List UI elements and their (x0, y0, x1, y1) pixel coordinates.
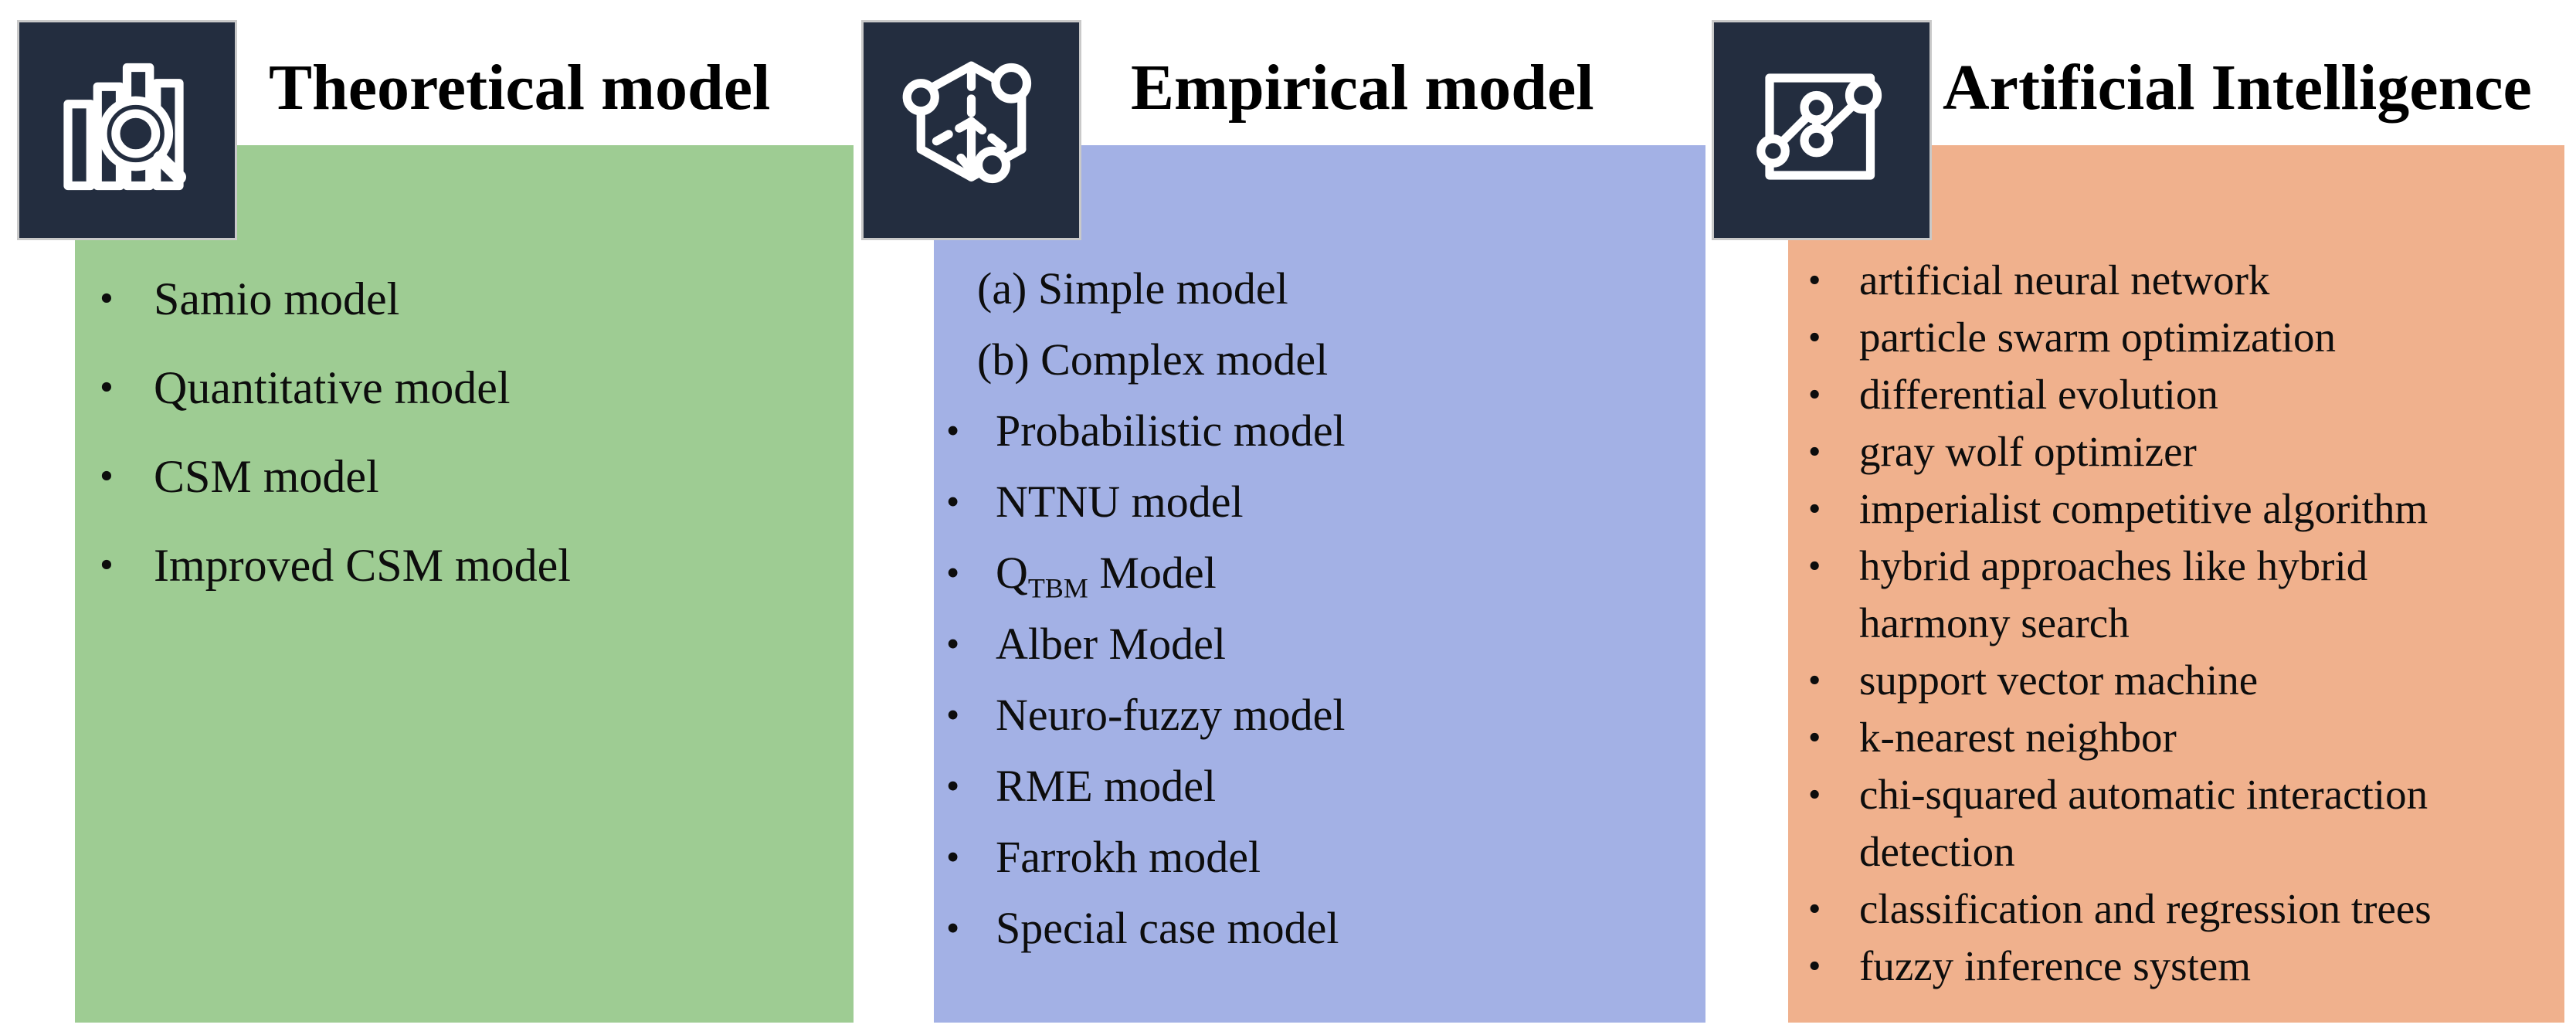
list-item-label: Samio model (154, 273, 400, 324)
list-item-label: fuzzy inference system (1859, 942, 2251, 989)
bullet-glyph: • (946, 551, 960, 594)
bullet-glyph: • (946, 480, 960, 523)
bullet-glyph: • (1808, 260, 1821, 300)
empirical-panel-background: (a) Simple model (b) Complex model • Prob… (934, 145, 1705, 1023)
list-item-label: Model (1088, 548, 1217, 598)
bullet-glyph: • (1808, 718, 1821, 758)
list-item-label: Special case model (996, 903, 1339, 953)
list-item: • Neuro-fuzzy model (934, 680, 1705, 751)
list-item-label-line2: harmony search (1859, 599, 2130, 646)
list-item-label: (a) Simple model (977, 263, 1288, 314)
panel-title: Artificial Intelligence (1943, 52, 2532, 124)
theoretical-panel-background: • Samio model • Quantitative model • CSM mo… (75, 145, 854, 1023)
list-item: • gray wolf optimizer (1788, 423, 2564, 480)
bullet-glyph: • (1808, 317, 1821, 358)
bullet-glyph: • (946, 907, 960, 949)
list-item-label: RME model (996, 761, 1217, 811)
bullet-glyph: • (1808, 375, 1821, 415)
list-item: • CSM model (75, 433, 854, 521)
list-item-label: k-nearest neighbor (1859, 714, 2177, 761)
list-item-label: CSM model (154, 451, 379, 502)
list-item-label: Quantitative model (154, 362, 511, 413)
bullet-glyph: • (100, 277, 114, 321)
bullet-glyph: • (1808, 889, 1821, 929)
list-item: • k-nearest neighbor (1788, 709, 2564, 766)
bullet-glyph: • (946, 765, 960, 807)
list-item-label: hybrid approaches like hybrid (1859, 542, 2368, 589)
bullet-glyph: • (100, 455, 114, 498)
list-item: • chi-squared automatic interaction detect… (1788, 766, 2564, 880)
list-item: • support vector machine (1788, 652, 2564, 709)
bullet-glyph: • (1808, 546, 1821, 586)
bullet-glyph: • (946, 623, 960, 665)
list-item: • fuzzy inference system (1788, 938, 2564, 995)
list-item-label-line2: detection (1859, 828, 2015, 875)
list-item-label: Farrokh model (996, 832, 1261, 882)
bullet-glyph: • (946, 409, 960, 452)
list-item: • Improved CSM model (75, 521, 854, 610)
list-item: • Probabilistic model (934, 395, 1705, 467)
list-item: (b) Complex model (934, 324, 1705, 395)
list-item: • Samio model (75, 255, 854, 344)
list-item: • differential evolution (1788, 366, 2564, 423)
bullet-glyph: • (946, 694, 960, 736)
ai-panel-background: • artificial neural network • particle swa… (1788, 145, 2564, 1023)
list-item-label: artificial neural network (1859, 256, 2270, 304)
bullet-glyph: • (1808, 660, 1821, 701)
empirical-list: (a) Simple model (b) Complex model • Prob… (934, 145, 1705, 964)
list-item-label: chi-squared automatic interaction (1859, 771, 2428, 818)
theoretical-list: • Samio model • Quantitative model • CSM mo… (75, 145, 854, 610)
list-item-label: Neuro-fuzzy model (996, 690, 1346, 740)
bullet-glyph: • (946, 836, 960, 878)
panel-empirical: (a) Simple model (b) Complex model • Prob… (861, 0, 1706, 1028)
list-item-label: Probabilistic model (996, 405, 1346, 456)
cube-dimensions-icon (861, 20, 1081, 240)
list-item-label: Q (996, 548, 1028, 598)
bullet-glyph: • (1808, 489, 1821, 529)
list-item-label: particle swarm optimization (1859, 314, 2337, 361)
list-item: (a) Simple model (934, 253, 1705, 324)
bullet-glyph: • (100, 544, 114, 587)
list-item-label: NTNU model (996, 477, 1244, 527)
list-item: • classification and regression trees (1788, 880, 2564, 938)
list-item-label: differential evolution (1859, 371, 2218, 418)
list-item-label: Alber Model (996, 619, 1226, 669)
list-item-label: gray wolf optimizer (1859, 428, 2197, 475)
list-item-label: support vector machine (1859, 656, 2259, 704)
bullet-glyph: • (1808, 946, 1821, 986)
list-item: • QTBM Model (934, 538, 1705, 609)
list-item: • particle swarm optimization (1788, 309, 2564, 366)
list-item: • RME model (934, 751, 1705, 822)
list-item-label: imperialist competitive algorithm (1859, 485, 2428, 532)
list-item: • hybrid approaches like hybrid harmony se… (1788, 538, 2564, 652)
trend-chart-icon (1712, 20, 1932, 240)
bullet-glyph: • (100, 366, 114, 409)
bullet-glyph: • (1808, 775, 1821, 815)
list-item: • Special case model (934, 893, 1705, 964)
list-item: • Alber Model (934, 609, 1705, 680)
bullet-glyph: • (1808, 432, 1821, 472)
panel-title: Theoretical model (269, 52, 771, 124)
panel-artificial-intelligence: • artificial neural network • particle swa… (1712, 0, 2569, 1028)
list-item: • imperialist competitive algorithm (1788, 480, 2564, 538)
bar-chart-magnifier-icon (17, 20, 237, 240)
list-item-label: classification and regression trees (1859, 885, 2432, 932)
list-item-label: Improved CSM model (154, 540, 571, 591)
subscript-label: TBM (1027, 572, 1088, 604)
list-item-label: (b) Complex model (977, 334, 1329, 385)
panel-title: Empirical model (1131, 52, 1594, 124)
list-item: • Farrokh model (934, 822, 1705, 893)
list-item: • NTNU model (934, 467, 1705, 538)
list-item: • Quantitative model (75, 344, 854, 433)
list-item: • artificial neural network (1788, 252, 2564, 309)
panel-theoretical: • Samio model • Quantitative model • CSM mo… (17, 0, 860, 1028)
ai-list: • artificial neural network • particle swa… (1788, 145, 2564, 995)
